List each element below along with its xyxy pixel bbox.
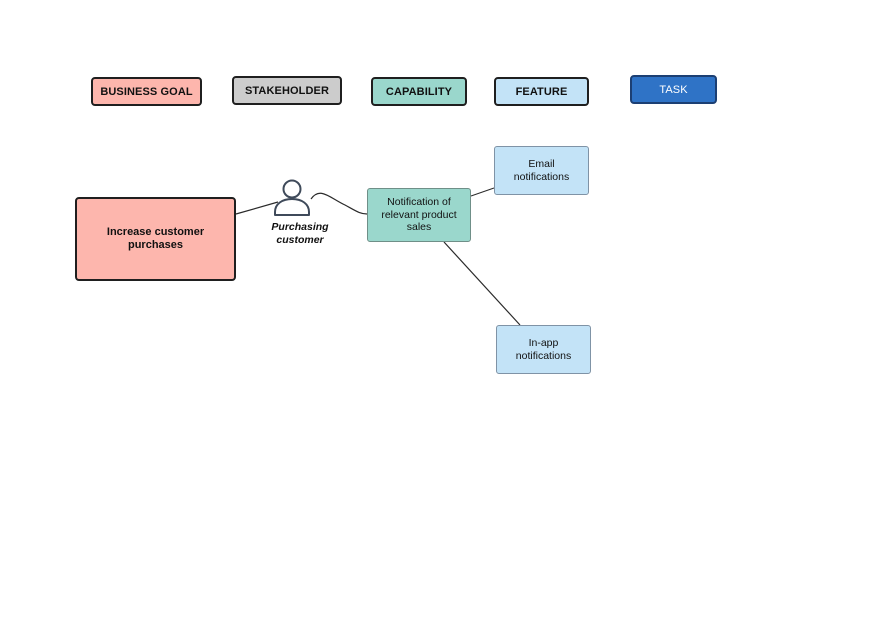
legend-capability-label: CAPABILITY xyxy=(385,85,453,98)
connector-capability-email xyxy=(470,187,495,197)
legend-business-goal-label: BUSINESS GOAL xyxy=(100,85,193,98)
capability-label-line3: sales xyxy=(406,221,432,234)
connector-capability-inapp xyxy=(443,241,521,326)
feature-email-label-line2: notifications xyxy=(513,170,570,183)
feature-node-inapp[interactable]: In-app notifications xyxy=(496,325,591,374)
connector-stakeholder-capability xyxy=(310,192,368,215)
capability-label-line1: Notification of xyxy=(387,196,451,209)
person-icon[interactable] xyxy=(273,178,313,218)
capability-node[interactable]: Notification of relevant product sales xyxy=(367,188,471,242)
legend-feature: FEATURE xyxy=(494,77,589,106)
legend-business-goal: BUSINESS GOAL xyxy=(91,77,202,106)
capability-label-line2: relevant product xyxy=(381,208,457,221)
connector-goal-stakeholder xyxy=(235,201,279,215)
feature-node-email[interactable]: Email notifications xyxy=(494,146,589,195)
legend-stakeholder: STAKEHOLDER xyxy=(232,76,342,105)
legend-task-label: TASK xyxy=(659,83,688,96)
stakeholder-label-line2: customer xyxy=(276,233,324,246)
business-goal-label-line1: Increase customer xyxy=(106,226,205,238)
legend-feature-label: FEATURE xyxy=(515,85,568,98)
legend-task: TASK xyxy=(630,75,717,104)
legend-capability: CAPABILITY xyxy=(371,77,467,106)
feature-inapp-label-line2: notifications xyxy=(515,349,572,362)
business-goal-label-line2: purchases xyxy=(127,239,184,251)
legend-stakeholder-label: STAKEHOLDER xyxy=(244,84,329,97)
feature-email-label-line1: Email xyxy=(528,158,555,170)
business-goal-node[interactable]: Increase customer purchases xyxy=(75,197,236,281)
feature-inapp-label-line1: In-app xyxy=(528,337,559,349)
stakeholder-label: Purchasing customer xyxy=(262,221,338,246)
stakeholder-label-line1: Purchasing xyxy=(271,221,329,233)
